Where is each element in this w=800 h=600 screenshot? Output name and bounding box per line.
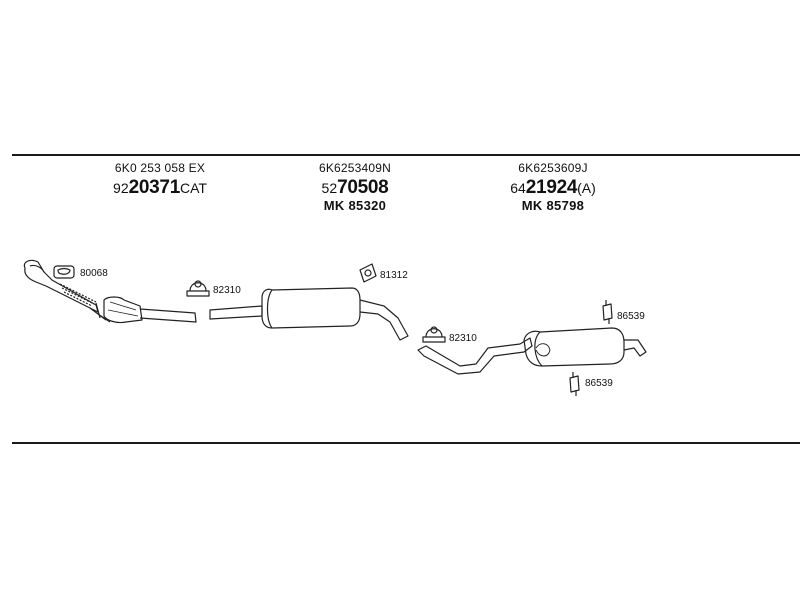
part-number: 5270508 [290,178,420,197]
rear-pipe [417,337,533,375]
front-pipe-catalytic-converter [23,259,197,324]
mk-number: MK 85798 [521,198,585,213]
bracket-icon [359,263,377,283]
oe-number: 6K6253609J [518,161,588,175]
part-prefix: 92 [113,180,129,196]
part-bold: 20371 [128,177,181,198]
middle-silencer [261,287,409,341]
bottom-divider [12,442,800,444]
part-prefix: 52 [321,180,338,196]
gasket-icon [53,265,75,279]
part-prefix: 64 [510,180,526,196]
clamp-icon [186,280,210,297]
part-bold: 70508 [337,177,389,198]
gasket-callout: 80068 [80,268,108,279]
hanger-icon [569,372,580,396]
part-number: 6421924(A) [488,178,618,197]
bracket-callout: 81312 [380,270,408,281]
oe-number: 6K0 253 058 EX [114,161,206,175]
middle-section-label: 6K6253409N 5270508 MK 85320 [290,162,420,212]
clamp-callout: 82310 [213,285,241,296]
hanger-icon [602,300,613,324]
clamp-callout: 82310 [449,333,477,344]
clamp-icon [422,326,446,343]
oe-number: 6K6253409N [318,161,392,175]
rear-silencer [523,327,647,367]
part-number: 9220371CAT [95,178,225,197]
hanger-callout: 86539 [617,311,645,322]
top-divider [12,154,800,156]
connecting-pipe [209,305,263,320]
part-suffix: (A) [577,180,596,196]
front-section-label: 6K0 253 058 EX 9220371CAT [95,162,225,197]
part-suffix: CAT [179,180,207,196]
mk-number: MK 85320 [323,198,387,213]
part-bold: 21924 [525,177,578,198]
hanger-callout: 86539 [585,378,613,389]
rear-section-label: 6K6253609J 6421924(A) MK 85798 [488,162,618,212]
